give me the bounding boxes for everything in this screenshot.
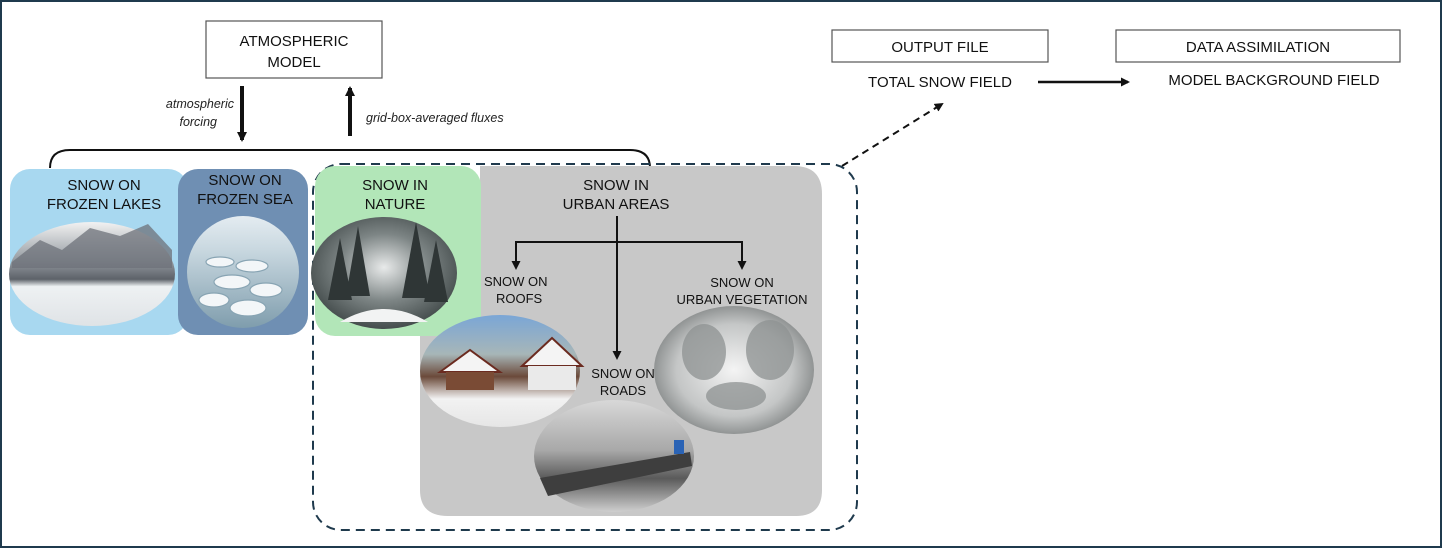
frozen-sea-ice-pans [198,256,283,317]
nature-line1: SNOW IN [362,177,428,194]
roads-line2: ROADS [600,383,647,398]
roofs-line2: ROOFS [496,291,543,306]
urban-vegetation-photo [654,306,814,434]
nature-photo [311,217,457,329]
data-assimilation-box [1115,29,1401,63]
output-file-box [831,29,1049,63]
nature-line2: NATURE [365,196,426,213]
frozen-sea-line2: FROZEN SEA [197,191,293,208]
atmospheric-model-line2: MODEL [267,54,320,71]
roofs-houses [436,336,585,390]
brace [49,149,651,169]
frozen-lakes-mountains [12,224,172,268]
urban-areas-line1: SNOW IN [583,177,649,194]
atmospheric-forcing-label-1: atmospheric [166,97,235,111]
atmospheric-forcing-label-2: forcing [179,115,217,129]
atmospheric-model-line1: ATMOSPHERIC [240,33,349,50]
fluxes-label: grid-box-averaged fluxes [366,111,504,125]
data-assimilation-header: DATA ASSIMILATION [1186,39,1330,56]
frozen-lakes-line1: SNOW ON [67,177,140,194]
vegetation-line1: SNOW ON [710,275,774,290]
output-file-header: OUTPUT FILE [891,39,988,56]
roads-line1: SNOW ON [591,366,655,381]
total-snow-field: TOTAL SNOW FIELD [868,74,1012,91]
roads-sign [674,440,684,454]
vegetation-trees [682,320,794,410]
vegetation-line2: URBAN VEGETATION [677,292,808,307]
roads-road [540,452,692,496]
model-background-field: MODEL BACKGROUND FIELD [1168,72,1379,89]
nature-snow-ground [340,309,428,322]
output-dashed-arrow [841,102,944,167]
nature-trees [328,222,448,302]
nature-urban-dashed-box [312,163,858,531]
frozen-sea-line1: SNOW ON [208,172,281,189]
frozen-lakes-line2: FROZEN LAKES [47,196,161,213]
atmospheric-model-box [205,20,383,79]
roofs-line1: SNOW ON [484,274,548,289]
urban-areas-line2: URBAN AREAS [563,196,670,213]
